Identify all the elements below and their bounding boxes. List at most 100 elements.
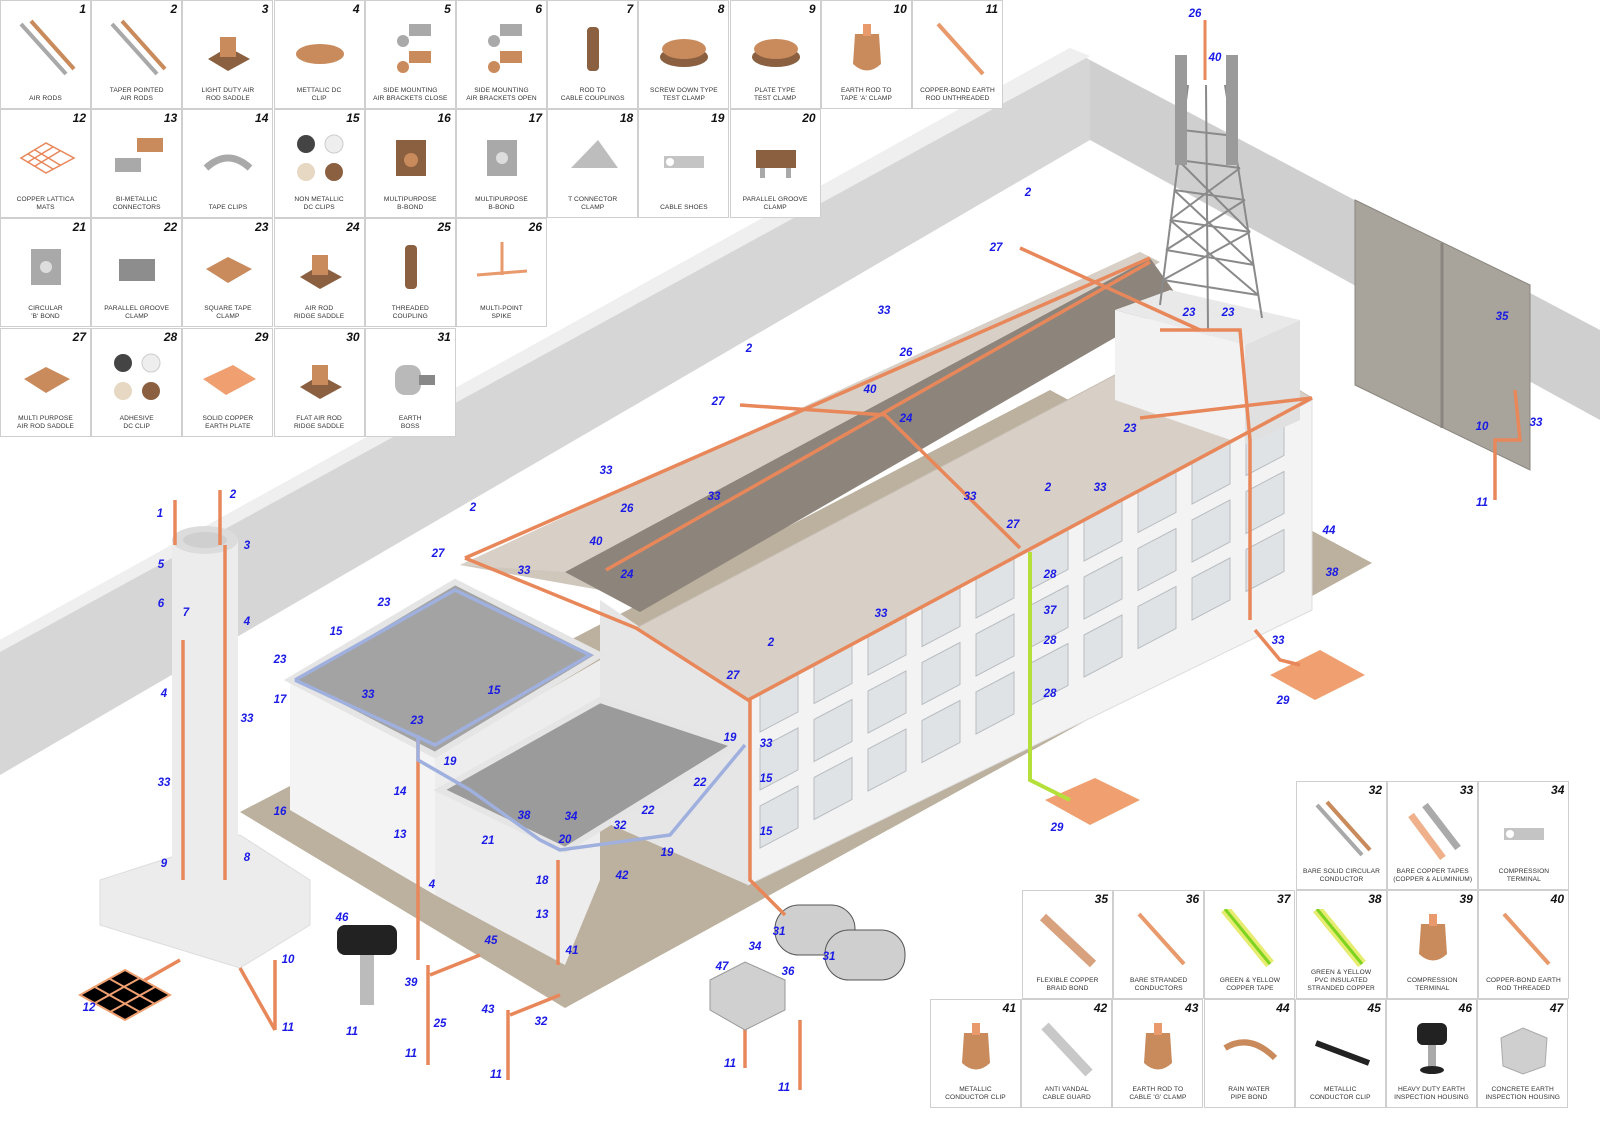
rod-product-icon <box>936 22 985 76</box>
tower-antenna <box>1175 55 1187 165</box>
item-number: 41 <box>1002 1001 1016 1015</box>
item-number: 26 <box>528 220 542 235</box>
clips4-product-icon <box>296 134 344 182</box>
item-number: 15 <box>346 111 360 126</box>
callout-11: 11 <box>724 1058 736 1070</box>
callout-23: 23 <box>1123 423 1137 435</box>
item-label: SIDE MOUNTING AIR BRACKETS CLOSE <box>373 87 448 102</box>
callout-1: 1 <box>156 508 164 520</box>
window <box>759 785 799 849</box>
item-label: TAPE CLIPS <box>208 204 248 212</box>
callout-44: 44 <box>1322 525 1336 537</box>
callout-40: 40 <box>1208 52 1222 64</box>
item-label: CIRCULAR 'B' BOND <box>28 305 63 321</box>
item-number: 7 <box>626 2 634 16</box>
coupling-product-icon <box>404 245 417 290</box>
item-number: 36 <box>1185 892 1200 906</box>
item-number: 45 <box>1367 1001 1381 1015</box>
copper-conductors <box>109 246 1522 1090</box>
item-label: SIDE MOUNTING AIR BRACKETS OPEN <box>466 87 537 102</box>
callout-6: 6 <box>157 598 165 610</box>
callout-13: 13 <box>535 909 549 921</box>
callout-43: 43 <box>481 1004 495 1016</box>
callout-27: 27 <box>711 396 725 408</box>
callout-38: 38 <box>1325 567 1339 579</box>
item-number: 25 <box>437 220 451 235</box>
callout-12: 12 <box>82 1002 96 1014</box>
window <box>1083 614 1123 678</box>
callout-11: 11 <box>282 1022 294 1034</box>
callout-19: 19 <box>660 847 674 859</box>
callout-33: 33 <box>707 491 721 503</box>
item-number: 6 <box>535 2 542 16</box>
item-label: MULTIPURPOSE B-BOND <box>383 196 437 212</box>
callout-28: 28 <box>1043 569 1057 581</box>
bbond-steel-product-icon <box>31 249 61 286</box>
callout-27: 27 <box>431 548 445 560</box>
bracket-product-icon <box>488 24 522 73</box>
rod-product-icon <box>1137 912 1186 966</box>
callout-22: 22 <box>693 777 707 789</box>
guard-product-icon <box>1041 1022 1093 1077</box>
callout-19: 19 <box>723 732 737 744</box>
callout-28: 28 <box>1043 635 1057 647</box>
callout-4: 4 <box>160 688 168 700</box>
clamp-product-icon <box>1418 914 1447 961</box>
callout-23: 23 <box>1221 307 1235 319</box>
item-number: 12 <box>72 111 86 126</box>
item-number: 17 <box>528 111 542 126</box>
item-label: HEAVY DUTY EARTH INSPECTION HOUSING <box>1394 1086 1469 1101</box>
item-label: MULTI PURPOSE AIR ROD SADDLE <box>16 414 75 430</box>
item-label: FLEXIBLE COPPER BRAID BOND <box>1036 977 1099 992</box>
window <box>1191 557 1231 621</box>
window <box>759 727 799 791</box>
item-label: COPPER-BOND EARTH ROD THREADED <box>1486 977 1561 992</box>
item-number: 22 <box>163 220 178 235</box>
window <box>921 699 961 764</box>
window <box>975 613 1015 677</box>
item-number: 19 <box>711 111 725 126</box>
item-number: 14 <box>255 111 269 126</box>
clamp-product-icon <box>1144 1023 1173 1070</box>
clips4-product-icon <box>114 353 161 400</box>
item-number: 9 <box>808 2 816 16</box>
window <box>921 641 961 706</box>
rods-product-icon <box>1315 800 1372 857</box>
callout-32: 32 <box>613 820 627 832</box>
item-label: GREEN & YELLOW PVC INSULATED STRANDED CO… <box>1307 969 1375 992</box>
groove-steel-product-icon <box>119 259 156 282</box>
callout-23: 23 <box>377 597 391 609</box>
tapes-product-icon <box>1408 802 1461 860</box>
callout-10: 10 <box>281 954 295 966</box>
callout-23: 23 <box>410 715 424 727</box>
window <box>1191 499 1231 563</box>
callout-29: 29 <box>1276 695 1290 707</box>
callout-7: 7 <box>182 607 190 619</box>
strap-product-icon <box>1223 1039 1277 1061</box>
callout-32: 32 <box>534 1016 548 1028</box>
item-number: 35 <box>1094 892 1108 906</box>
callout-18: 18 <box>535 875 549 887</box>
item-number: 28 <box>163 329 178 344</box>
callout-26: 26 <box>899 347 913 359</box>
item-label: BARE COPPER TAPES (COPPER & ALUMINIUM) <box>1393 868 1473 883</box>
mesh-product-icon <box>19 142 76 175</box>
item-label: MULTI-POINT SPIKE <box>480 305 523 321</box>
bbond-steel-product-icon <box>487 140 517 177</box>
